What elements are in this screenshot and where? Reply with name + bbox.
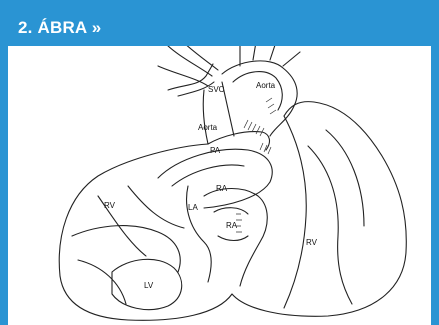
label-svc: SVC	[208, 85, 225, 94]
lv-groove	[72, 226, 180, 272]
hatching	[236, 98, 276, 232]
rv-right-groove	[284, 116, 306, 308]
pa-outline	[158, 149, 272, 208]
aorta-arch-inner	[233, 72, 282, 110]
rv-right-vessels	[308, 130, 364, 304]
label-aorta-mid: Aorta	[198, 123, 218, 132]
figure-title: 2. ÁBRA »	[18, 18, 101, 38]
aorta-branches	[240, 46, 300, 66]
label-rv-left: RV	[104, 201, 116, 210]
la-outline	[187, 186, 212, 282]
label-la: LA	[188, 203, 198, 212]
diagram-canvas: SVC Aorta Aorta PA RV LA RA RA RV LV	[8, 46, 431, 325]
pa-inner	[172, 165, 244, 186]
ra-outline	[204, 189, 267, 287]
label-aorta-top: Aorta	[256, 81, 276, 90]
label-ra-lower: RA	[226, 221, 238, 230]
coronary-vessels	[78, 186, 184, 304]
label-rv-right: RV	[306, 238, 318, 247]
aorta-arch	[222, 61, 297, 136]
label-ra-upper: RA	[216, 184, 228, 193]
label-lv: LV	[144, 281, 154, 290]
label-pa: PA	[210, 146, 221, 155]
left-branch-vessels	[158, 46, 218, 86]
heart-diagram: SVC Aorta Aorta PA RV LA RA RA RV LV	[8, 46, 431, 325]
